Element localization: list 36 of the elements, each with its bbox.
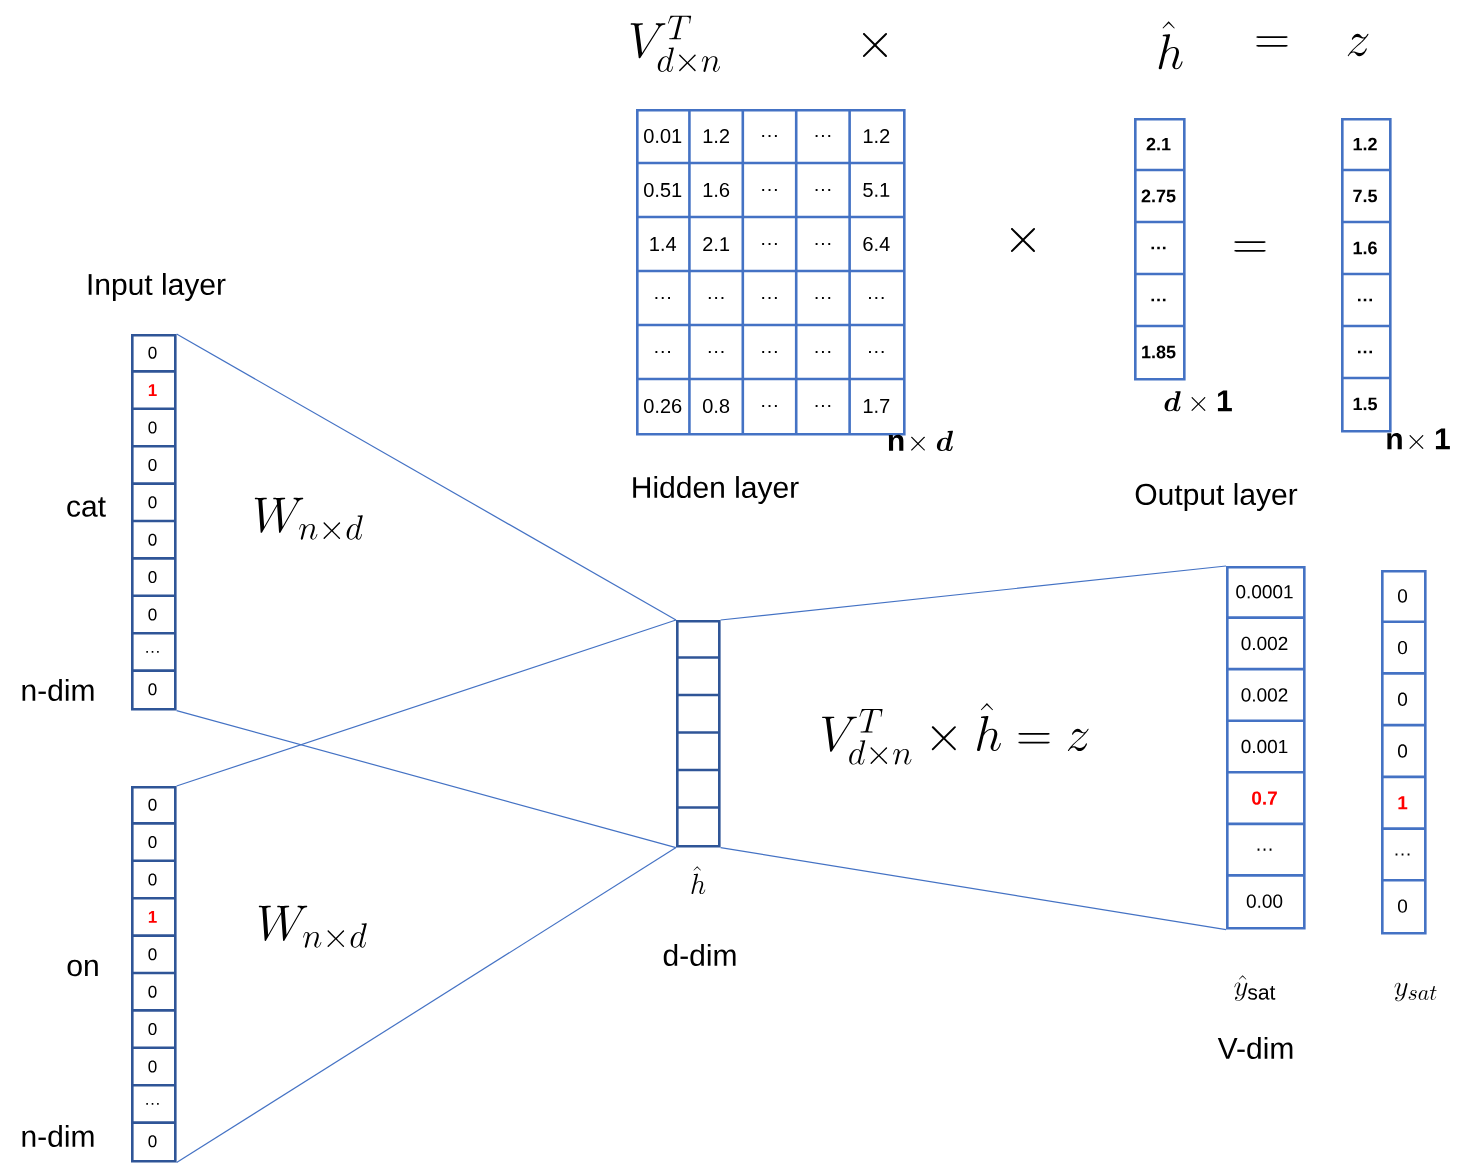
size-label: $\boldsymbol{d}\times\mathbf{1}$ <box>1164 390 1232 412</box>
projection-line <box>720 565 1227 621</box>
equals-sign: $=$ <box>1234 241 1266 252</box>
size-label: $\hat{y}_{\mathrm{sat}}$ <box>1234 975 1276 1002</box>
times-sign: $\times$ <box>862 33 887 57</box>
target-vector: 0 0 0 0 1 … 0 <box>1381 570 1427 935</box>
times-sign: $\times$ <box>1010 228 1035 252</box>
embedding-vector: 2.1 2.75 … … 1.85 <box>1134 118 1186 381</box>
weight-symbol: $W_{n\times d}$ <box>258 905 367 948</box>
projection-line <box>720 847 1227 931</box>
one-hot-vector: 0 0 0 1 0 0 0 0 … 0 <box>131 786 177 1163</box>
vector-label: d-dim <box>663 944 736 966</box>
layer-title: Hidden layer <box>633 476 799 504</box>
vector-label: on <box>67 959 98 977</box>
vector-label: cat <box>67 497 106 517</box>
vector-label: V-dim <box>1217 1037 1293 1059</box>
vector-symbol: $z$ <box>1347 33 1369 57</box>
size-label: $\hat{h}$ <box>691 866 706 895</box>
layer-title: Output layer <box>1135 483 1298 511</box>
layer-title: Input layer <box>88 273 226 301</box>
projection-line <box>176 333 677 621</box>
matrix-symbol: $V^{T}_{d\times n}$ <box>630 15 721 72</box>
projection-line <box>176 847 677 1164</box>
one-hot-vector: 0 1 0 0 0 0 0 0 … 0 <box>131 334 177 711</box>
output-vector: 0.0001 0.002 0.002 0.001 0.7 … 0.00 <box>1226 566 1306 930</box>
projection-line <box>176 619 677 787</box>
weight-symbol: $W_{n\times d}$ <box>254 497 363 540</box>
projection-line <box>176 710 677 849</box>
vector-label: n-dim <box>22 679 94 701</box>
equation: $V^{T}_{d\times n}\times\hat{h}=z$ <box>822 702 1089 765</box>
equals-sign: $=$ <box>1256 36 1288 47</box>
vector-label: n-dim <box>22 1125 94 1147</box>
vector-symbol: $\hat{h}$ <box>1158 21 1183 70</box>
hidden-vector <box>676 620 721 848</box>
size-label: $y_{sat}$ <box>1394 982 1437 1002</box>
score-vector: 1.2 7.5 1.6 … … 1.5 <box>1341 118 1392 433</box>
